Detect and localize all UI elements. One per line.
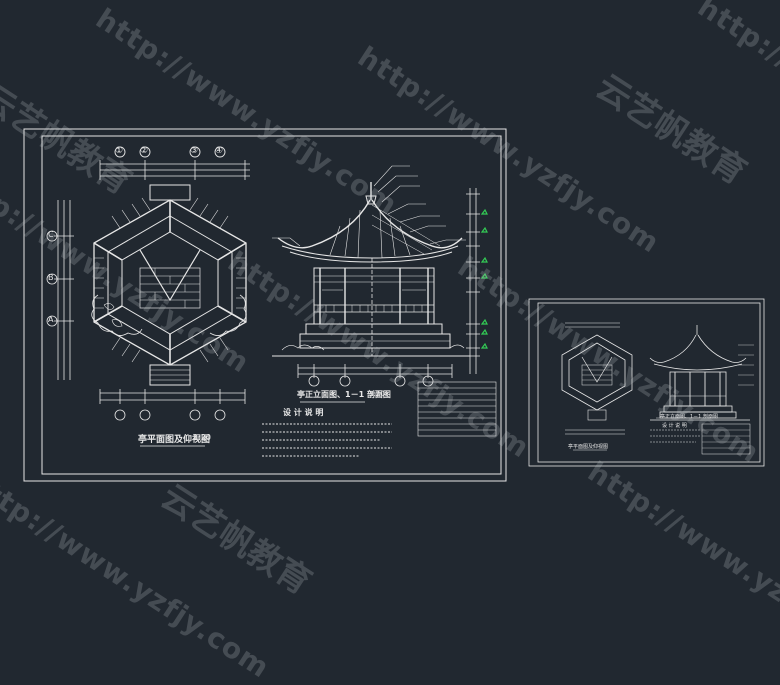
grid-bubble-3: ③ bbox=[190, 146, 199, 156]
plan-hexagon-roof bbox=[93, 184, 247, 386]
small-notes-title: 设 计 说 明 bbox=[662, 423, 687, 429]
grid-bubble-1: ① bbox=[115, 146, 124, 156]
grid-bubble-4: ④ bbox=[215, 146, 224, 156]
plan-left-dimension bbox=[46, 200, 74, 380]
small-sheet-inner-frame bbox=[537, 302, 761, 463]
small-elevation-title: 亭正立面图、1－1 剖面图 bbox=[660, 414, 718, 420]
small-plan-hexagon bbox=[561, 322, 633, 451]
elevation-scale: 1:20 bbox=[369, 390, 385, 398]
grid-row-c: C bbox=[48, 230, 54, 239]
elevation-green-level-marks bbox=[480, 208, 488, 349]
grid-row-b: B bbox=[48, 273, 54, 282]
elevation-bottom-dimension bbox=[297, 364, 453, 403]
main-sheet-inner-frame bbox=[41, 135, 502, 475]
plan-top-dimension bbox=[99, 160, 250, 180]
plan-title: 亭平面图及仰视图 bbox=[138, 435, 211, 445]
cad-drawing-canvas bbox=[23, 128, 765, 482]
plan-bottom-dimension bbox=[99, 389, 246, 447]
main-sheet-outer-frame bbox=[23, 128, 507, 482]
main-sheet bbox=[23, 128, 507, 482]
small-sheet-outer-frame bbox=[528, 298, 765, 467]
small-plan-title: 亭平面图及仰视图 bbox=[568, 444, 609, 450]
notes-title: 设 计 说 明 bbox=[283, 408, 324, 417]
small-sheet bbox=[528, 298, 765, 467]
small-elevation-pavilion bbox=[649, 325, 754, 455]
grid-row-a: A bbox=[48, 315, 54, 324]
plan-scale: 1:20 bbox=[193, 433, 211, 442]
notes-block bbox=[262, 381, 497, 457]
elevation-pavilion bbox=[272, 182, 470, 357]
plan-grid-bubbles-top bbox=[114, 146, 226, 158]
plan-rockery bbox=[91, 294, 247, 336]
elevation-title: 亭正立面图、1－1 剖面图 bbox=[297, 390, 391, 399]
grid-bubble-2: ② bbox=[140, 146, 149, 156]
elevation-leaders bbox=[272, 165, 466, 247]
elevation-level-markers bbox=[466, 188, 480, 374]
